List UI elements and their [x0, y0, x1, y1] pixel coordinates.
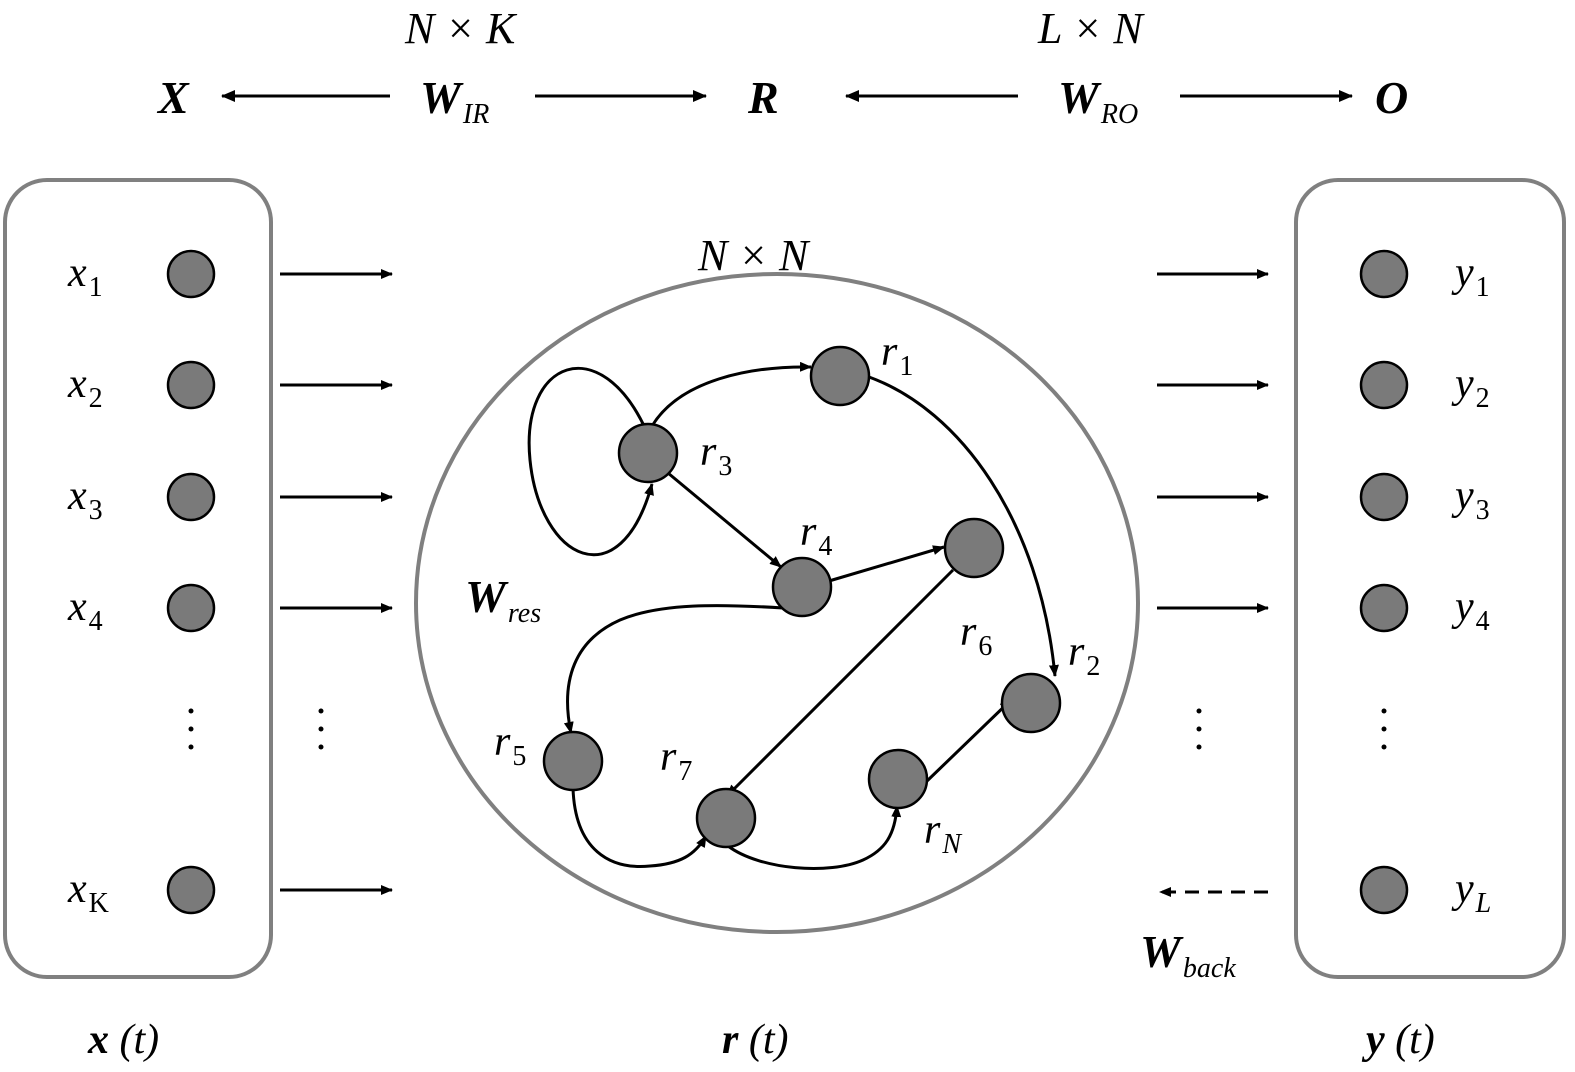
- input-node-x2: [166, 360, 216, 410]
- reservoir-dimension: N × N: [697, 231, 811, 280]
- w-ir-label: WIR: [420, 72, 489, 130]
- input-label-xk: xK: [67, 866, 109, 919]
- reservoir-node-r5: [542, 730, 604, 792]
- output-ellipsis: [1381, 708, 1387, 750]
- reservoir-label-r5: r5: [494, 719, 526, 772]
- input-label-x4: x4: [67, 584, 103, 637]
- output-node-y2: [1359, 360, 1409, 410]
- input-layer: x1 x2 x3 x4 xK x (t): [3, 178, 393, 1063]
- output-layer: y1 y2 y3 y4 yL Wback y (t): [1140, 178, 1566, 1063]
- output-node-y4: [1359, 583, 1409, 633]
- o-matrix-label: O: [1375, 72, 1408, 123]
- input-node-xk: [166, 865, 216, 915]
- input-signal-label: x (t): [87, 1017, 159, 1063]
- reservoir-node-r1: [809, 345, 871, 407]
- reservoir-label-r3: r3: [700, 429, 732, 482]
- edge-r3-self-loop: [527, 366, 654, 557]
- reservoir-label-rn: rN: [924, 807, 962, 860]
- output-label-y3: y3: [1451, 473, 1490, 526]
- input-arrow-ellipsis: [318, 708, 324, 750]
- output-label-y4: y4: [1451, 584, 1490, 637]
- input-node-x3: [166, 472, 216, 522]
- reservoir-node-r3: [617, 422, 679, 484]
- reservoir-label-r6: r6: [960, 609, 992, 662]
- output-box: [1294, 178, 1566, 979]
- input-label-x3: x3: [67, 473, 103, 526]
- edge-r1-r2: [868, 375, 1059, 677]
- reservoir-node-r2: [1000, 672, 1062, 734]
- input-label-x2: x2: [67, 361, 103, 414]
- edge-r5-r7: [571, 787, 708, 868]
- w-back-label: Wback: [1140, 926, 1236, 984]
- w-res-label: Wres: [465, 571, 541, 629]
- edge-rn-r2: [925, 698, 1013, 783]
- output-signal-label: y (t): [1361, 1017, 1435, 1063]
- reservoir-label-r7: r7: [660, 734, 692, 787]
- output-label-y1: y1: [1451, 250, 1490, 303]
- output-node-y1: [1359, 249, 1409, 299]
- output-node-y3: [1359, 472, 1409, 522]
- input-ellipsis: [188, 708, 194, 750]
- output-node-yl: [1359, 865, 1409, 915]
- w-ro-dimension: L × N: [1037, 4, 1145, 53]
- edge-r3-r4: [667, 471, 782, 569]
- reservoir-label-r2: r2: [1068, 629, 1100, 682]
- reservoir-signal-label: r (t): [722, 1017, 789, 1063]
- reservoir-label-r4: r4: [800, 509, 832, 562]
- input-node-x4: [166, 583, 216, 633]
- edge-r4-r5-bidirectional: [563, 603, 795, 734]
- output-arrow-ellipsis: [1196, 708, 1202, 750]
- reservoir-node-r6: [943, 517, 1005, 579]
- input-label-x1: x1: [67, 250, 103, 303]
- r-matrix-label: R: [747, 72, 779, 123]
- input-box: [3, 178, 273, 979]
- top-header: X N × K WIR R L × N WRO O: [156, 4, 1408, 130]
- edge-r3-r1: [650, 361, 812, 427]
- edge-r6-r7: [725, 568, 955, 798]
- w-ro-label: WRO: [1058, 72, 1138, 130]
- x-matrix-label: X: [156, 72, 190, 123]
- edge-r7-rn: [727, 805, 902, 870]
- w-ir-dimension: N × K: [404, 4, 518, 53]
- output-label-yl: yL: [1451, 866, 1491, 919]
- reservoir-node-r7: [695, 787, 757, 849]
- reservoir-label-r1: r1: [881, 329, 913, 382]
- edge-r4-r6: [828, 545, 945, 583]
- reservoir: N × N Wres r1 r2 r3 r4 r5 r6 r7 rN r (t): [414, 231, 1140, 1063]
- reservoir-node-rn: [867, 748, 929, 810]
- output-label-y2: y2: [1451, 361, 1490, 414]
- input-node-x1: [166, 249, 216, 299]
- reservoir-node-r4: [771, 556, 833, 618]
